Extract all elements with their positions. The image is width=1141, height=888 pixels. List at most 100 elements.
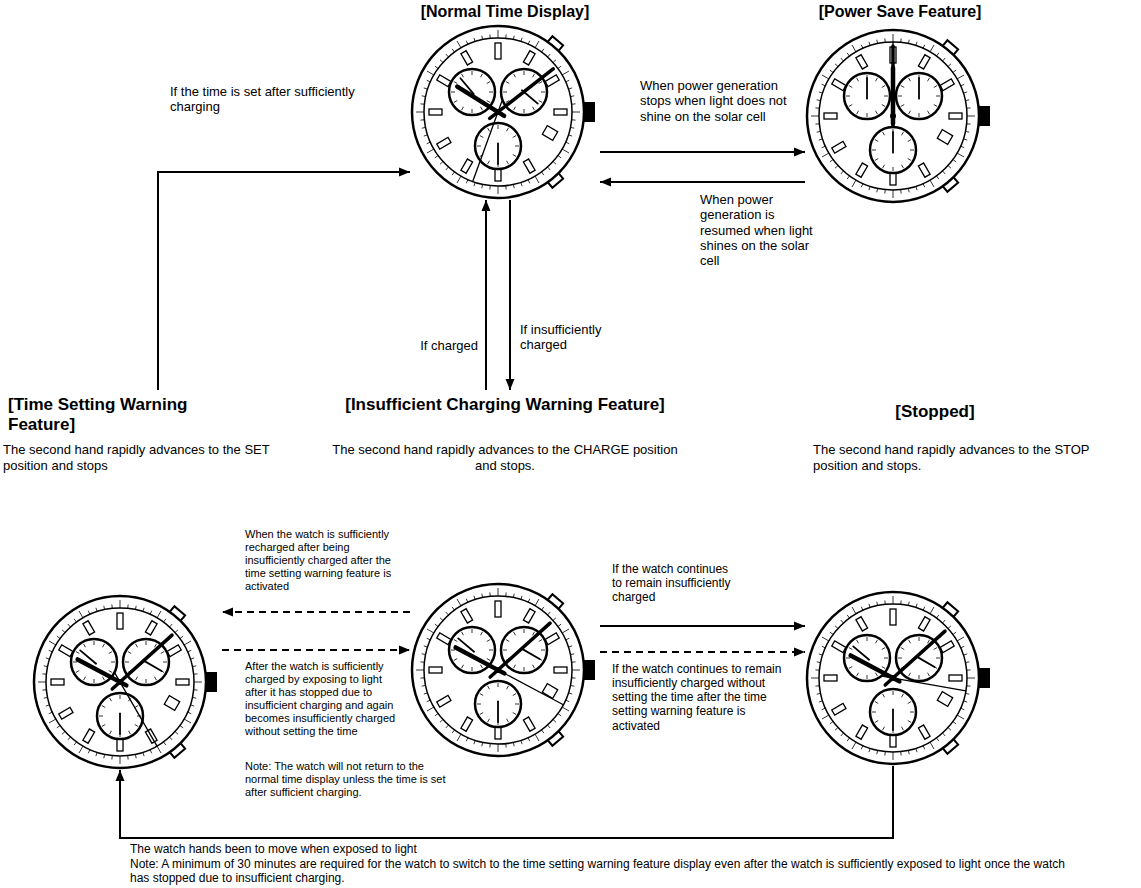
bezel-tick <box>427 149 434 153</box>
sub-dial-tick <box>109 671 112 673</box>
bezel-tick <box>103 754 105 758</box>
bezel-tick <box>184 641 191 645</box>
date-window <box>542 126 557 141</box>
sub-dial-tick <box>507 719 509 722</box>
sub-dial-tick <box>875 721 878 723</box>
bezel-tick <box>190 658 194 659</box>
edge-label: If the time is set after sufficiently ch… <box>170 84 360 115</box>
sub-dial-tick <box>488 128 490 131</box>
sub-dial-tick <box>533 107 535 110</box>
sub-dial-tick <box>481 665 483 668</box>
bezel-tick <box>521 38 522 42</box>
center-pin <box>117 679 123 685</box>
sub-dial-tick <box>472 667 473 671</box>
bezel-tick <box>88 750 90 754</box>
minute-hand <box>490 623 550 677</box>
bezel-tick <box>435 624 438 626</box>
watch-face <box>410 582 600 758</box>
bezel-tick <box>830 70 833 72</box>
bezel-tick <box>111 756 112 760</box>
bezel-tick <box>446 612 449 615</box>
sub-dial-tick <box>103 644 105 647</box>
sub-dial-tick <box>909 111 911 114</box>
bezel-tick <box>440 162 443 165</box>
bezel-tick <box>68 624 71 627</box>
bezel-tick <box>88 611 90 615</box>
bezel-tick <box>505 592 506 596</box>
bezel-tick <box>900 600 901 604</box>
sub-dial-tick <box>908 721 911 723</box>
connector <box>600 178 805 187</box>
sub-dial-hand <box>522 649 540 659</box>
bezel-tick <box>570 127 574 129</box>
bezel-tick <box>861 184 863 188</box>
hour-marker <box>437 137 451 149</box>
bezel-tick <box>908 188 910 192</box>
sub-dial-tick <box>120 695 121 699</box>
sub-dial-tick <box>919 637 920 641</box>
bezel-tick <box>967 685 971 686</box>
hour-marker <box>824 113 837 119</box>
bezel-tick <box>489 592 490 596</box>
bezel-tick <box>150 750 152 754</box>
minute-hand <box>885 631 945 685</box>
bezel-tick <box>49 650 53 652</box>
bezel-tick <box>923 607 925 611</box>
bezel-tick <box>930 45 934 52</box>
sub-dial-tick <box>908 140 911 142</box>
bezel-tick <box>961 84 965 86</box>
bezel-tick <box>96 608 97 612</box>
sub-dial-tick <box>902 694 904 697</box>
bezel-tick <box>157 746 161 753</box>
bezel-tick <box>963 92 967 93</box>
bezel-tick <box>548 167 551 170</box>
bezel-tick <box>876 750 878 754</box>
bezel-tick <box>457 41 461 48</box>
bezel-tick <box>861 607 863 611</box>
sub-dial <box>475 681 521 727</box>
sub-dial-tick <box>480 713 483 715</box>
sub-dial-tick <box>533 74 535 77</box>
bezel-tick <box>427 638 431 640</box>
bezel-tick <box>440 618 443 621</box>
sub-dial-tick <box>524 629 525 633</box>
sub-dial-tick <box>919 675 920 679</box>
arrow-head <box>399 168 410 177</box>
bezel-tick <box>427 80 431 82</box>
bezel-tick <box>847 615 849 618</box>
bezel-tick <box>884 600 885 604</box>
bezel-tick <box>440 720 443 723</box>
bezel-tick <box>541 49 543 52</box>
sub-dial-tick <box>514 74 516 77</box>
connector <box>158 168 410 391</box>
edge-label: If the watch continues to remain insuffi… <box>612 562 732 604</box>
bezel-tick <box>822 146 826 148</box>
sub-dial-tick <box>498 683 499 687</box>
bezel-tick <box>908 750 910 754</box>
bezel-tick <box>457 176 461 183</box>
sub-dial-tick <box>857 673 859 676</box>
bezel-tick <box>822 75 829 79</box>
bezel-tick <box>188 712 192 714</box>
bezel-tick <box>961 146 965 148</box>
bezel-tick <box>815 685 819 686</box>
bezel-tick <box>811 116 819 117</box>
bezel-tick <box>424 646 428 647</box>
bezel-tick <box>893 596 894 604</box>
bezel-tick <box>143 752 144 756</box>
bezel-tick <box>505 186 506 190</box>
bezel-tick <box>835 64 838 67</box>
bezel-tick <box>68 737 71 740</box>
bezel-tick <box>817 131 821 133</box>
bezel-tick <box>930 607 934 614</box>
sub-dial-tick <box>99 716 103 717</box>
hour-marker <box>918 55 930 69</box>
bezel-tick <box>135 606 137 610</box>
watch-face <box>410 24 600 200</box>
sub-dial-tick <box>480 694 483 696</box>
bezel-tick <box>965 99 969 101</box>
bezel-tick <box>481 594 483 598</box>
hour-marker <box>918 163 930 177</box>
sub-dial-tick <box>928 78 930 81</box>
bezel-tick <box>548 54 551 57</box>
